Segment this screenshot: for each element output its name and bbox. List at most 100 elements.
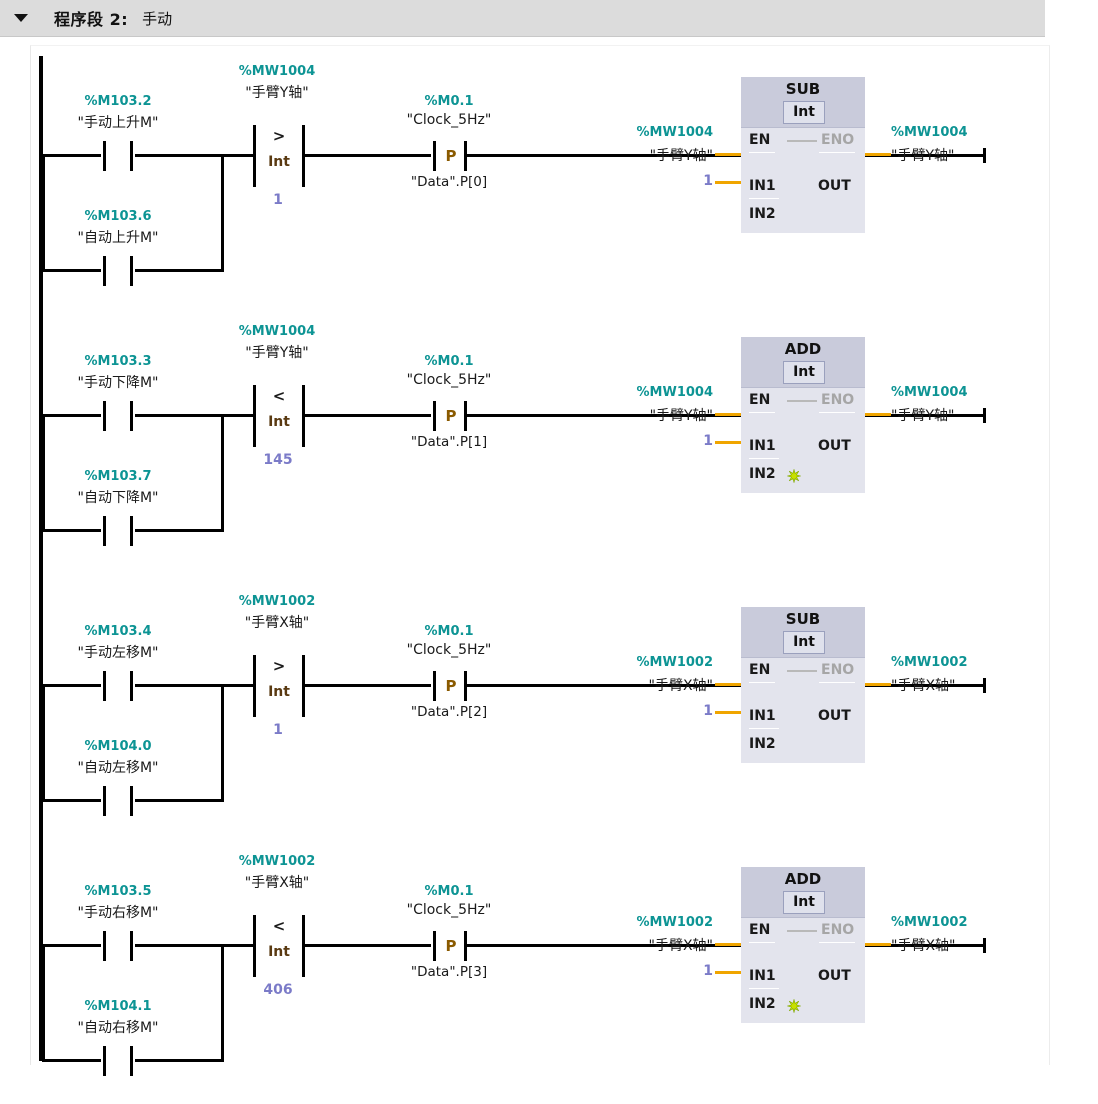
pin-out[interactable]: OUT [818,178,851,194]
pin-en-underline [749,942,775,943]
function-block-datatype[interactable]: Int [783,101,825,124]
no-contact[interactable] [101,401,135,431]
pin-en[interactable]: EN [749,392,771,408]
function-block[interactable]: SUB Int EN ENO IN1 OUT IN2 [741,607,865,763]
pin-in2[interactable]: IN2 [749,206,776,222]
function-block[interactable]: ADD Int EN ENO IN1 OUT IN2 [741,337,865,493]
no-contact[interactable] [101,516,135,546]
function-block[interactable]: SUB Int EN ENO IN1 OUT IN2 [741,77,865,233]
in2-connector-line [715,711,741,714]
no-contact[interactable] [101,141,135,171]
out-symbol[interactable]: "手臂Y轴" [891,148,955,164]
no-contact[interactable] [101,671,135,701]
edge-address: %M0.1 [424,94,474,109]
star-burst-glyph [786,468,802,484]
pin-eno[interactable]: ENO [821,922,855,938]
in2-value[interactable]: 1 [703,703,713,719]
in2-value[interactable]: 1 [703,173,713,189]
pin-in1[interactable]: IN1 [749,438,776,454]
no-contact[interactable] [101,786,135,816]
function-block-body: EN ENO IN1 OUT IN2 [741,918,865,1023]
out-connector-line [865,153,891,156]
out-symbol[interactable]: "手臂X轴" [891,678,956,694]
edge-address: %M0.1 [424,624,474,639]
edge-memory-bit[interactable]: "Data".P[1] [410,434,488,450]
wire-branch-rail-to-contact2 [42,1059,101,1062]
out-connector-line [865,683,891,686]
pin-eno-underline [819,682,855,683]
no-contact[interactable] [101,256,135,286]
contact-symbol: "手动左移M" [77,645,159,661]
in2-value[interactable]: 1 [703,433,713,449]
comparator-compare-value[interactable]: 406 [263,982,293,998]
comparator-contact[interactable]: > Int [253,655,305,717]
pin-in2[interactable]: IN2 [749,466,776,482]
no-contact[interactable] [101,1046,135,1076]
rung: %M103.2"手动上升M" %M103.6"自动上升M" %MW1004"手臂… [31,54,1049,314]
in2-value[interactable]: 1 [703,963,713,979]
pin-en[interactable]: EN [749,132,771,148]
function-block-datatype[interactable]: Int [783,631,825,654]
positive-edge-contact[interactable]: P [431,671,469,701]
comparator-compare-value[interactable]: 1 [273,722,283,738]
out-symbol[interactable]: "手臂X轴" [891,938,956,954]
pin-out[interactable]: OUT [818,438,851,454]
branch-riser-right [221,414,224,532]
comparator-datatype: Int [268,414,290,430]
pin-en[interactable]: EN [749,662,771,678]
collapse-triangle-down-icon[interactable] [10,14,32,22]
comparator-compare-value[interactable]: 145 [263,452,293,468]
wire-contact2-to-branch [135,529,224,532]
edge-bar-left [433,141,436,171]
pin-eno[interactable]: ENO [821,132,855,148]
wire-contact1-to-branch [135,154,253,157]
pin-in2[interactable]: IN2 [749,996,776,1012]
rung-end-terminator [983,678,986,693]
pin-in2[interactable]: IN2 [749,736,776,752]
pin-eno-underline [819,412,855,413]
contact-address: %M104.1 [84,999,152,1014]
comparator-operator: < [272,917,286,935]
pin-en[interactable]: EN [749,922,771,938]
contact-symbol: "自动下降M" [77,490,159,506]
pin-in1[interactable]: IN1 [749,178,776,194]
comparator-contact[interactable]: > Int [253,125,305,187]
comparator-contact[interactable]: < Int [253,915,305,977]
in1-symbol[interactable]: "手臂X轴" [648,938,713,954]
pin-in1[interactable]: IN1 [749,708,776,724]
in1-symbol[interactable]: "手臂Y轴" [649,408,713,424]
contact-bar-right [130,1046,133,1076]
comparator-compare-value[interactable]: 1 [273,192,283,208]
pin-in1[interactable]: IN1 [749,968,776,984]
pin-eno[interactable]: ENO [821,662,855,678]
no-contact[interactable] [101,931,135,961]
edge-memory-bit[interactable]: "Data".P[0] [410,174,488,190]
contact-bar-left [103,931,106,961]
function-block-datatype[interactable]: Int [783,891,825,914]
positive-edge-contact[interactable]: P [431,141,469,171]
comparator-address: %MW1002 [238,854,316,869]
contact-bar-left [103,671,106,701]
pin-out[interactable]: OUT [818,708,851,724]
out-address: %MW1004 [891,385,968,400]
add-parameter-star-icon[interactable] [786,468,802,484]
contact-bar-left [103,256,106,286]
in1-symbol[interactable]: "手臂Y轴" [649,148,713,164]
function-block[interactable]: ADD Int EN ENO IN1 OUT IN2 [741,867,865,1023]
rung-end-terminator [983,408,986,423]
comparator-contact[interactable]: < Int [253,385,305,447]
edge-glyph: P [445,407,457,425]
edge-memory-bit[interactable]: "Data".P[3] [410,964,488,980]
contact-bar-right [130,401,133,431]
positive-edge-contact[interactable]: P [431,401,469,431]
function-block-body: EN ENO IN1 OUT IN2 [741,128,865,233]
pin-out[interactable]: OUT [818,968,851,984]
out-symbol[interactable]: "手臂Y轴" [891,408,955,424]
positive-edge-contact[interactable]: P [431,931,469,961]
in1-symbol[interactable]: "手臂X轴" [648,678,713,694]
function-block-datatype[interactable]: Int [783,361,825,384]
pin-eno[interactable]: ENO [821,392,855,408]
edge-memory-bit[interactable]: "Data".P[2] [410,704,488,720]
wire-branch-rail-to-contact2 [42,799,101,802]
add-parameter-star-icon[interactable] [786,998,802,1014]
